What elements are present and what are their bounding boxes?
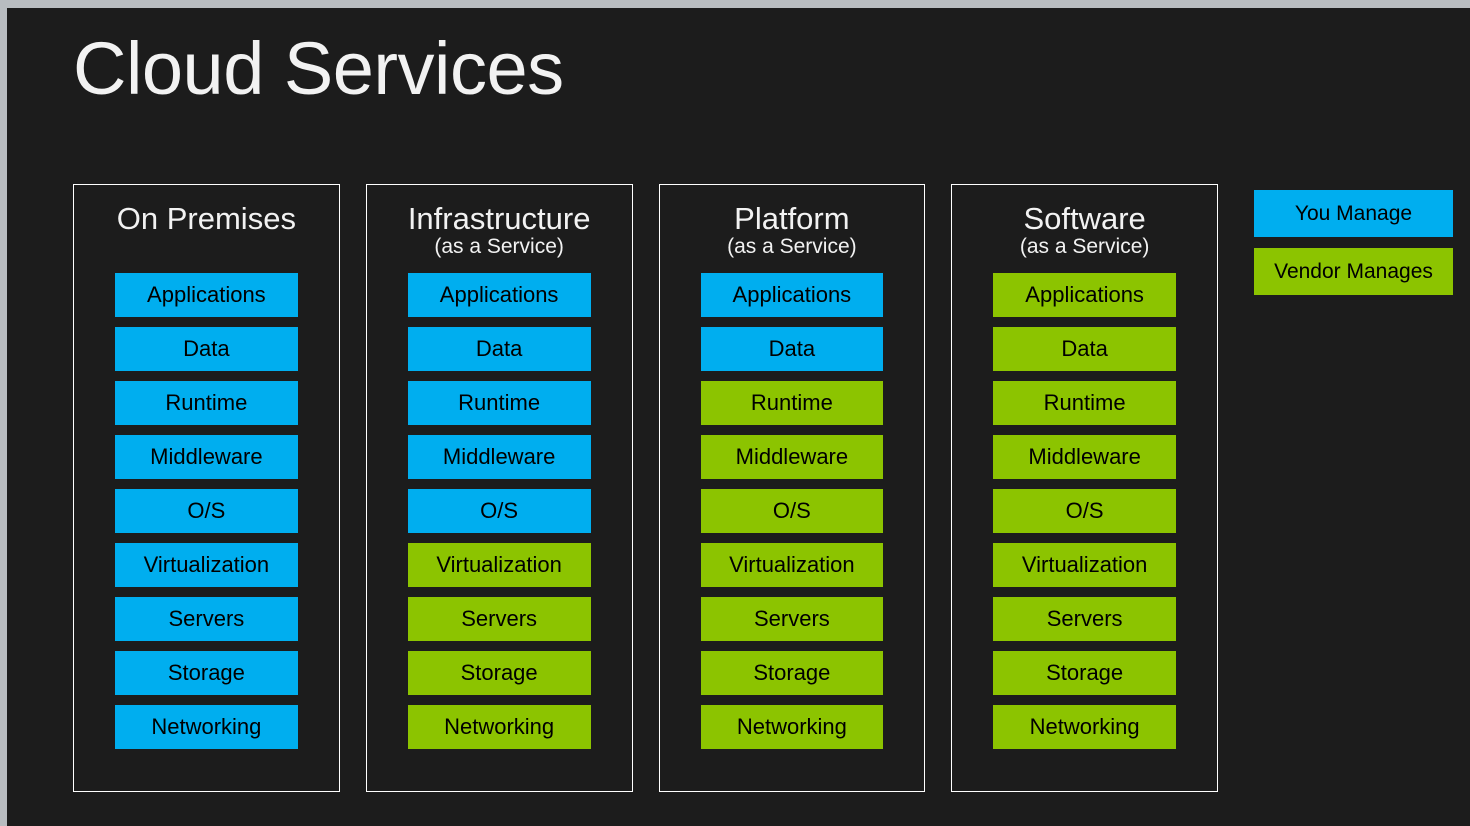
- layer-tile[interactable]: Storage: [115, 651, 298, 695]
- layer-tile[interactable]: Applications: [700, 273, 884, 317]
- layer-tile[interactable]: Virtualization: [115, 543, 298, 587]
- layer-tile[interactable]: Runtime: [700, 381, 884, 425]
- column-header: Software(as a Service): [993, 185, 1176, 273]
- layer-tile[interactable]: Virtualization: [700, 543, 884, 587]
- layer-tile[interactable]: O/S: [407, 489, 591, 533]
- legend-item: Vendor Manages: [1254, 248, 1453, 295]
- legend-item: You Manage: [1254, 190, 1453, 237]
- layer-tile[interactable]: O/S: [993, 489, 1176, 533]
- layer-tile[interactable]: Virtualization: [407, 543, 591, 587]
- layer-tile[interactable]: O/S: [700, 489, 884, 533]
- layer-tile[interactable]: Runtime: [115, 381, 298, 425]
- layer-tile[interactable]: Data: [993, 327, 1176, 371]
- layer-tile[interactable]: Middleware: [993, 435, 1176, 479]
- column-title: On Premises: [116, 201, 296, 236]
- layer-tile[interactable]: Servers: [407, 597, 591, 641]
- layer-tile[interactable]: Storage: [993, 651, 1176, 695]
- layer-tile[interactable]: O/S: [115, 489, 298, 533]
- layer-tile[interactable]: Middleware: [115, 435, 298, 479]
- column-title: Infrastructure: [407, 201, 591, 236]
- column-subtitle: (as a Service): [727, 235, 857, 259]
- layer-tile[interactable]: Networking: [115, 705, 298, 749]
- layer-tile[interactable]: Data: [115, 327, 298, 371]
- column-header: Infrastructure(as a Service): [408, 185, 591, 273]
- layer-tile[interactable]: Middleware: [700, 435, 884, 479]
- column-header: On Premises: [115, 185, 298, 273]
- layer-tile[interactable]: Storage: [700, 651, 884, 695]
- layer-tile[interactable]: Networking: [700, 705, 884, 749]
- column-title: Software: [1023, 201, 1146, 236]
- layer-tile[interactable]: Servers: [700, 597, 884, 641]
- layer-tile[interactable]: Data: [407, 327, 591, 371]
- layer-tile[interactable]: Applications: [407, 273, 591, 317]
- service-column: Infrastructure(as a Service)Applications…: [365, 184, 633, 792]
- page-title: Cloud Services: [73, 27, 564, 110]
- layer-tile[interactable]: Virtualization: [993, 543, 1176, 587]
- layer-tile[interactable]: Applications: [115, 273, 298, 317]
- layer-tile[interactable]: Applications: [993, 273, 1176, 317]
- layer-tile[interactable]: Runtime: [993, 381, 1176, 425]
- layer-tile[interactable]: Data: [700, 327, 884, 371]
- layer-tile[interactable]: Runtime: [407, 381, 591, 425]
- layer-tile[interactable]: Middleware: [407, 435, 591, 479]
- column-subtitle: (as a Service): [1019, 235, 1150, 259]
- column-title: Platform: [734, 201, 850, 236]
- column-header: Platform(as a Service): [701, 185, 884, 273]
- column-subtitle: (as a Service): [434, 235, 564, 259]
- layer-tile[interactable]: Networking: [407, 705, 591, 749]
- layer-tile[interactable]: Storage: [407, 651, 591, 695]
- layer-tile[interactable]: Networking: [993, 705, 1176, 749]
- layer-tile[interactable]: Servers: [993, 597, 1176, 641]
- layer-tile[interactable]: Servers: [115, 597, 298, 641]
